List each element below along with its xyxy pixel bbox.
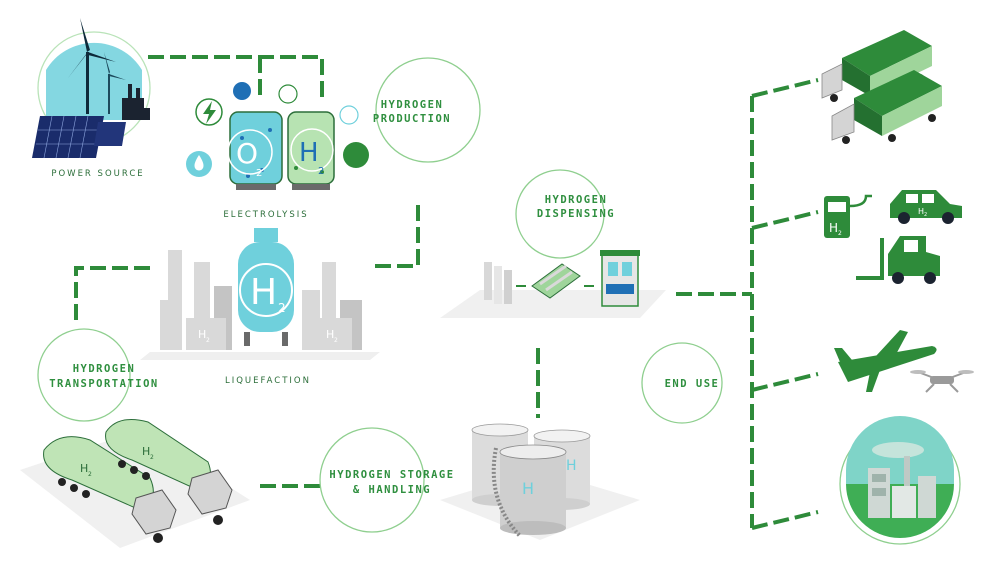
liquefaction-label: LIQUEFACTION (225, 376, 311, 386)
hydrogen-symbol: H (250, 272, 277, 313)
hydrogen-symbol: H (299, 138, 319, 168)
dispenser-pump-icon (600, 250, 640, 307)
airplane-icon (834, 330, 937, 392)
oxygen-symbol: O (236, 137, 258, 170)
car-icon: H 2 (890, 190, 962, 224)
hydrogen-symbol: H (522, 479, 534, 498)
dispensing-equipment (440, 250, 666, 318)
hydrogen-symbol: H (326, 328, 334, 341)
compressor-icon (484, 262, 512, 304)
dispensing-label-line1: HYDROGEN (545, 194, 608, 206)
storage-label: HYDROGEN STORAGE & HANDLING (319, 427, 454, 533)
liquefaction: H 2 H 2 H 2 LIQUEFACTION (140, 228, 380, 386)
hydrogen-tank-icon: H 2 (287, 111, 335, 190)
dispensing-label: HYDROGEN DISPENSING (515, 169, 615, 259)
forklift-icon (856, 236, 940, 284)
hydrogen-subscript: 2 (206, 337, 210, 344)
hydrogen-symbol: H (918, 207, 924, 216)
hydrogen-symbol: H (80, 462, 88, 475)
hydrogen-symbol: H (829, 221, 838, 235)
molecule-dot (278, 84, 298, 104)
hydrogen-symbol: H (566, 458, 577, 474)
lightning-icon (195, 98, 223, 126)
production-label-line1: HYDROGEN (381, 99, 444, 111)
electrolyzer-tank-icon: O 2 (227, 111, 283, 190)
transportation-label: HYDROGEN TRANSPORTATION (37, 328, 159, 422)
storage-label-line2: & HANDLING (353, 484, 431, 496)
hydrogen-subscript: 2 (88, 471, 92, 478)
transportation-label-line1: HYDROGEN (73, 363, 136, 375)
cargo-trucks (821, 30, 942, 144)
tanker-truck-icon: H 2 (43, 436, 177, 543)
electrolysis-label: ELECTROLYSIS (223, 210, 308, 220)
power-source: POWER SOURCE (32, 18, 151, 179)
end-use-label: END USE (641, 342, 723, 424)
hydrogen-symbol: H (142, 445, 150, 458)
hydrogen-symbol: H (198, 328, 206, 341)
factory-icon (122, 84, 150, 120)
molecule-dot (233, 82, 251, 100)
transportation-label-line2: TRANSPORTATION (49, 378, 159, 390)
industry-icon (868, 442, 936, 518)
molecule-dot (343, 142, 369, 168)
hydrogen-subscript: 2 (924, 212, 927, 218)
hydrogen-tank-icon: H 2 (238, 228, 294, 346)
tanker-truck-icon: H 2 (105, 419, 233, 525)
water-drop-icon (186, 151, 212, 177)
storage-tank-icon: H (491, 444, 567, 538)
flow-lines (74, 55, 819, 530)
wind-turbine-icon (68, 18, 126, 114)
cylinder-rack-icon (531, 263, 581, 299)
industry-end-use (839, 416, 961, 545)
oxygen-subscript: 2 (256, 168, 262, 179)
hydrogen-subscript: 2 (150, 454, 154, 461)
hydrogen-subscript: 2 (838, 230, 842, 237)
production-label-line2: PRODUCTION (373, 113, 451, 125)
storage-tanks: H H (440, 423, 640, 540)
drone-icon (910, 370, 974, 393)
hydrogen-subscript: 2 (334, 337, 338, 344)
aviation-end-use (834, 330, 974, 393)
tanker-trucks: H 2 H 2 (20, 419, 250, 548)
production-label: HYDROGEN PRODUCTION (373, 57, 481, 163)
dispensing-label-line2: DISPENSING (537, 208, 615, 220)
cargo-truck-icon (831, 70, 942, 144)
storage-label-line1: HYDROGEN STORAGE (329, 469, 454, 481)
power-source-label: POWER SOURCE (51, 169, 144, 179)
solar-panel-icon (32, 115, 126, 159)
molecule-dot (339, 105, 359, 125)
mobility-end-use: H 2 H 2 (824, 190, 962, 284)
hydrogen-subscript: 2 (278, 301, 286, 315)
electrolysis: O 2 H 2 ELECTROLYSIS (186, 82, 369, 220)
end-use-label-text: END USE (665, 378, 720, 390)
fuel-station-icon: H 2 (824, 194, 872, 238)
hydrogen-subscript: 2 (318, 166, 324, 177)
